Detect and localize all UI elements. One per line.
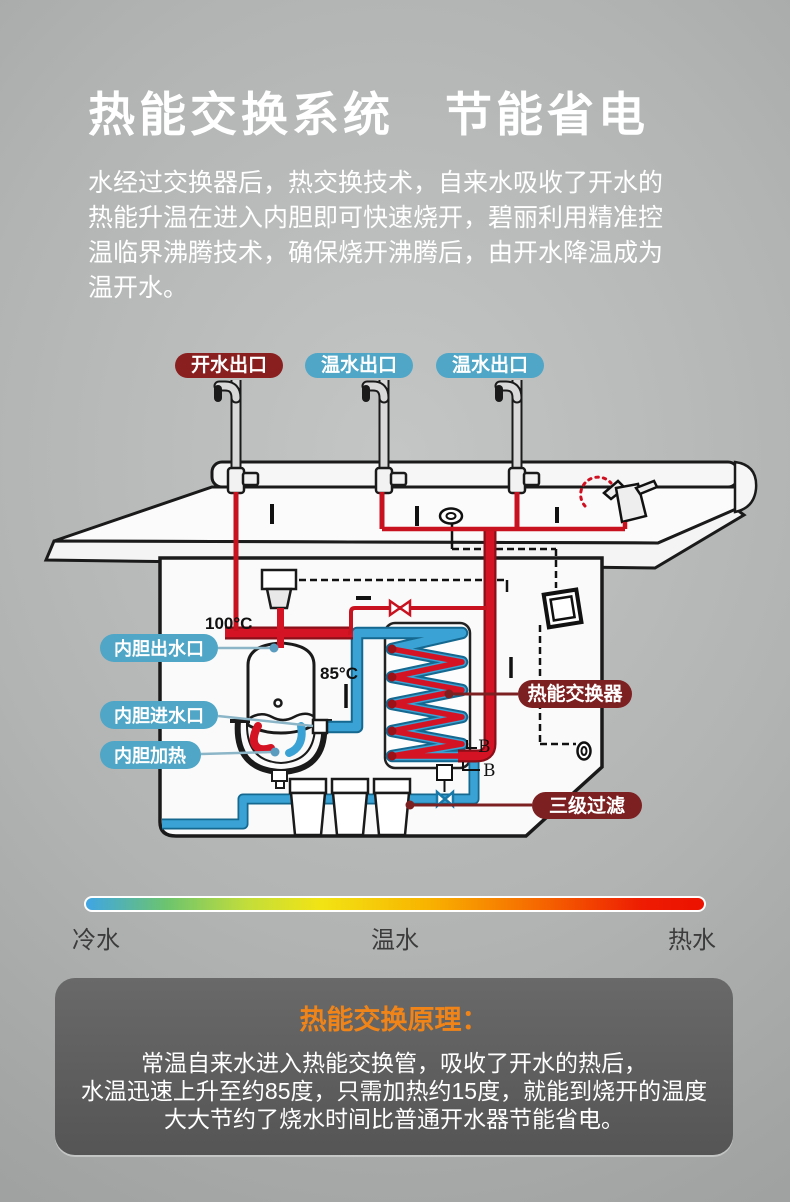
temperature-gradient-bar xyxy=(84,896,706,912)
b-mark-lower: B xyxy=(483,761,496,781)
faucet-boiling xyxy=(213,380,260,495)
tank-labels: 内胆出水口 内胆进水口 内胆加热 xyxy=(100,634,218,769)
outlet-label-warm-1: 温水出口 xyxy=(321,353,397,376)
power-box xyxy=(541,587,584,630)
heating-element xyxy=(249,722,275,754)
filter-cartridge xyxy=(330,777,370,837)
scale-hot: 热水 xyxy=(668,927,716,954)
intro-line: 温开水。 xyxy=(88,274,189,302)
filter-label: 三级过滤 xyxy=(549,794,625,817)
intro-paragraph: 水经过交换器后，热交换技术，自来水吸收了开水的 热能升温在进入内胆即可快速烧开，… xyxy=(88,166,663,306)
filter-cartridge xyxy=(372,777,412,837)
outlet-label-boiling: 开水出口 xyxy=(191,353,267,376)
intro-line: 热能升温在进入内胆即可快速烧开，碧丽利用精准控 xyxy=(88,204,664,232)
outlet-labels: 开水出口 温水出口 温水出口 xyxy=(175,353,544,378)
filter-pill: 三级过滤 xyxy=(532,792,642,819)
filters xyxy=(288,777,412,837)
principle-line: 常温自来水进入热能交换管，吸收了开水的热后， xyxy=(141,1050,647,1076)
temp-100: 100°C xyxy=(205,614,252,633)
temp-85: 85°C xyxy=(320,664,358,683)
scale-cold: 冷水 xyxy=(72,927,120,954)
faucet-warm-2 xyxy=(494,380,541,495)
principle-line: 水温迅速上升至约85度，只需加热约15度，就能到烧开的温度 xyxy=(80,1078,708,1104)
scale-warm: 温水 xyxy=(371,927,419,954)
faucet-warm-1 xyxy=(361,380,408,495)
diagram-svg: 100°C 85°C B B 开水出口 温水出口 温水出口 内胆出水口 内胆进水… xyxy=(43,353,758,838)
tank-heating-label: 内胆加热 xyxy=(114,745,186,766)
label-pointers xyxy=(200,643,532,810)
b-mark-upper: B xyxy=(478,737,491,757)
steam-vent xyxy=(260,568,298,610)
faucets xyxy=(213,380,541,495)
b-connectors xyxy=(462,740,480,771)
exchanger-pill: 热能交换器 xyxy=(518,680,632,708)
valve-hot xyxy=(356,596,412,618)
sink-drain xyxy=(438,507,464,525)
side-tap xyxy=(579,475,659,524)
intro-line: 温临界沸腾技术，确保烧开沸腾后，由开水降温成为 xyxy=(88,239,664,267)
intro-line: 水经过交换器后，热交换技术，自来水吸收了开水的 xyxy=(88,169,664,197)
valve-cold xyxy=(435,764,455,809)
cable-grommet xyxy=(576,741,592,761)
principle-line: 大大节约了烧水时间比普通开水器节能省电。 xyxy=(164,1106,624,1132)
hot-pipes xyxy=(225,492,628,763)
tank-inlet-label: 内胆进水口 xyxy=(114,705,204,726)
page-title: 热能交换系统 节能省电 xyxy=(88,88,649,141)
spray-arc xyxy=(579,475,613,508)
tank-inlet-fitting xyxy=(311,718,329,735)
principle-title: 热能交换原理： xyxy=(299,1005,489,1035)
counter xyxy=(43,460,758,570)
exchanger-label: 热能交换器 xyxy=(527,682,623,705)
outlet-label-warm-2: 温水出口 xyxy=(452,353,528,376)
principle-box: 热能交换原理： 常温自来水进入热能交换管，吸收了开水的热后， 水温迅速上升至约8… xyxy=(55,978,733,1155)
filter-cartridge xyxy=(288,777,328,837)
tank-outlet-label: 内胆出水口 xyxy=(114,638,204,659)
